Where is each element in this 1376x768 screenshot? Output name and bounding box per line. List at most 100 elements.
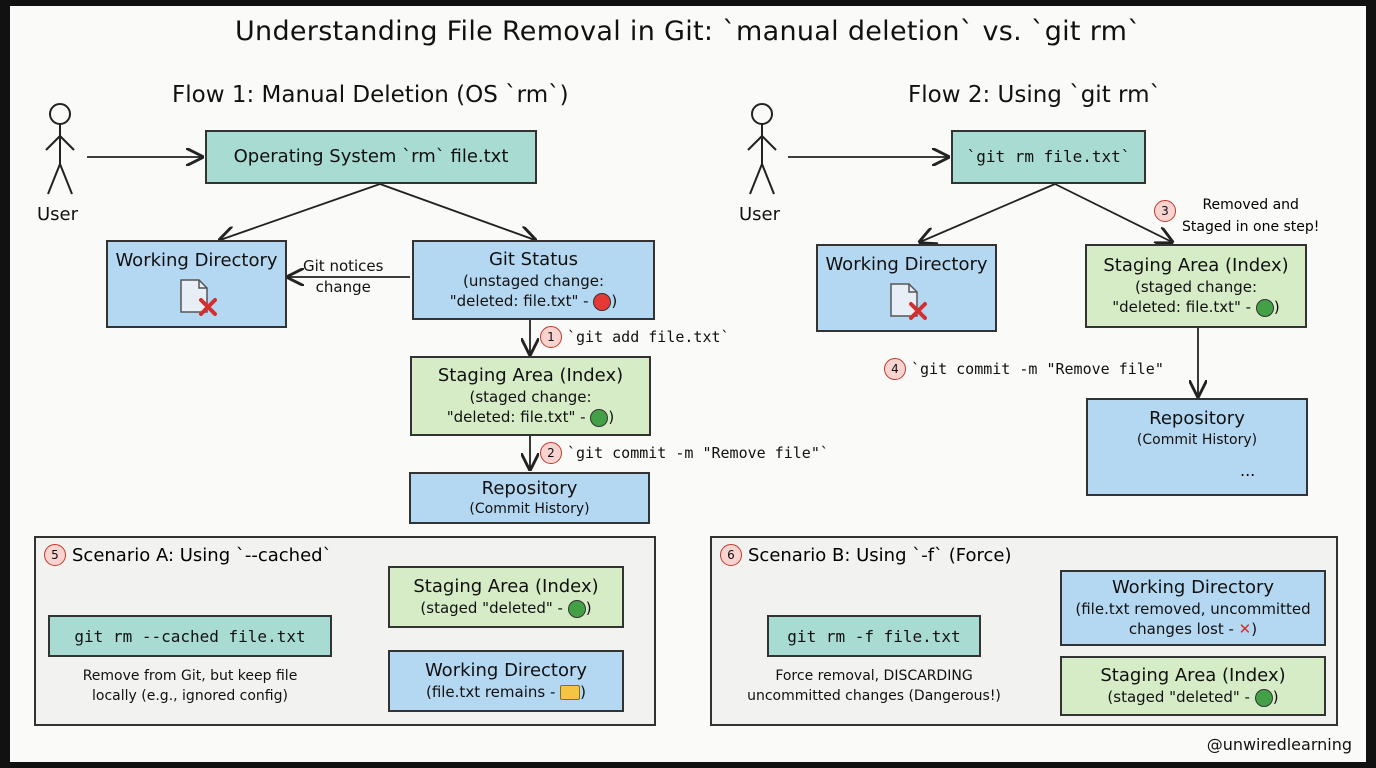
scenario-a-heading: 5 Scenario A: Using `--cached` <box>44 544 332 566</box>
scenario-b-title: Scenario B: Using `-f` (Force) <box>748 544 1012 566</box>
deleted-file-icon <box>179 279 217 316</box>
scenario-a-working-dir-box: Working Directory (file.txt remains - ) <box>388 650 624 712</box>
git-notices-line2: change <box>315 278 371 296</box>
repository-box: Repository (Commit History) <box>409 472 650 524</box>
red-x-icon: ✕ <box>1238 620 1252 638</box>
staging-area-box: Staging Area (Index) (staged change: "de… <box>410 356 651 436</box>
git-status-box: Git Status (unstaged change: "deleted: f… <box>412 240 655 320</box>
scenario-b-working-dir-line2-wrap: changes lost - ✕) <box>1128 620 1258 638</box>
arrow-git-rm-to-working-dir <box>920 183 1056 242</box>
scenario-a-title: Scenario A: Using `--cached` <box>72 544 332 566</box>
step3-line1: Removed and <box>1202 197 1299 213</box>
flow1-heading: Flow 1: Manual Deletion (OS `rm`) <box>172 82 569 108</box>
user-stick-figure-icon <box>45 103 75 195</box>
step3-number-badge: 3 <box>1154 200 1176 222</box>
working-directory-title-2: Working Directory <box>825 254 988 275</box>
staging-area-line2-wrap-2: "deleted: file.txt" - ) <box>1112 298 1280 317</box>
step4-annotation: 4 `git commit -m "Remove file" <box>884 358 1164 380</box>
step2-number-badge: 2 <box>540 442 562 464</box>
git-status-line2: "deleted: file.txt" - <box>449 292 589 310</box>
arrow-rm-to-git-status <box>379 183 535 240</box>
git-rm-cached-command-box: git rm --cached file.txt <box>48 615 332 657</box>
user-label: User <box>37 204 79 225</box>
staging-area-line1: (staged change: <box>469 388 592 406</box>
git-rm-command-text: `git rm file.txt` <box>966 147 1131 166</box>
step3-line2: Staged in one step! <box>1182 219 1320 235</box>
scenario-b-working-dir-line1: (file.txt removed, uncommitted <box>1075 600 1311 618</box>
staging-area-line2-wrap: "deleted: file.txt" - ) <box>446 408 615 427</box>
git-rm-command-box: `git rm file.txt` <box>951 130 1146 184</box>
flow2-heading: Flow 2: Using `git rm` <box>908 82 1161 108</box>
step1-command: `git add file.txt` <box>567 328 730 346</box>
scenario-b-desc-line1: Force removal, DISCARDING <box>775 668 973 684</box>
scenario-a-description: Remove from Git, but keep file locally (… <box>50 666 330 706</box>
scenario-a-working-dir-sub: (file.txt remains - <box>425 683 556 701</box>
scenario-a-desc-line1: Remove from Git, but keep file <box>82 668 298 684</box>
scenario-a-staging-sub: (staged "deleted" - <box>420 599 563 617</box>
repository-subtitle-2: (Commit History) <box>1136 432 1258 448</box>
step4-number-badge: 4 <box>884 358 906 380</box>
step1-number-badge: 1 <box>540 326 562 348</box>
scenario-a-working-dir-sub-wrap: (file.txt remains - ) <box>425 683 587 701</box>
scenario-a-staging-sub-wrap: (staged "deleted" - ) <box>420 599 592 618</box>
git-rm-cached-command-text: git rm --cached file.txt <box>74 626 306 646</box>
scenario-b-working-dir-line2: changes lost - <box>1128 620 1234 638</box>
git-notices-label: Git notices change <box>303 256 383 298</box>
scenario-b-working-dir-title: Working Directory <box>1111 577 1275 598</box>
step4-command: `git commit -m "Remove file" <box>911 360 1164 378</box>
repository-subtitle: (Commit History) <box>469 501 590 517</box>
arrow-git-rm-to-staging <box>1054 183 1172 242</box>
step2-command: `git commit -m "Remove file"` <box>567 444 829 462</box>
git-status-line1: (unstaged change: <box>462 272 605 290</box>
scenario-a-number-badge: 5 <box>44 544 66 566</box>
scenario-b-staging-title: Staging Area (Index) <box>1100 665 1286 686</box>
scenario-b-description: Force removal, DISCARDING uncommitted ch… <box>724 666 1024 706</box>
step2-annotation: 2 `git commit -m "Remove file"` <box>540 442 829 464</box>
staging-area-line1-2: (staged change: <box>1134 278 1258 296</box>
git-notices-line1: Git notices <box>303 257 384 275</box>
scenario-a-staging-title: Staging Area (Index) <box>413 576 599 597</box>
arrow-rm-to-working-dir <box>220 183 381 240</box>
os-rm-command-box: Operating System `rm` file.txt <box>205 130 537 184</box>
scenario-a-panel: 5 Scenario A: Using `--cached` git rm --… <box>34 536 656 726</box>
scenario-b-staging-sub: (staged "deleted" - <box>1107 688 1250 706</box>
scenario-b-desc-line2: uncommitted changes (Dangerous!) <box>747 688 1001 704</box>
staging-area-title: Staging Area (Index) <box>437 365 624 386</box>
author-credit: @unwiredlearning <box>1206 735 1352 754</box>
working-directory-title: Working Directory <box>115 250 278 271</box>
working-directory-box-2: Working Directory <box>816 244 997 332</box>
repository-title: Repository <box>481 478 578 499</box>
scenario-b-panel: 6 Scenario B: Using `-f` (Force) git rm … <box>710 536 1338 726</box>
repository-title-2: Repository <box>1149 408 1245 429</box>
staging-area-box-2: Staging Area (Index) (staged change: "de… <box>1085 244 1307 328</box>
green-status-dot-icon <box>590 408 609 427</box>
os-rm-command-text: Operating System `rm` file.txt <box>233 146 509 167</box>
scenario-b-working-dir-box: Working Directory (file.txt removed, unc… <box>1060 570 1326 646</box>
working-directory-box: Working Directory <box>106 240 287 328</box>
user-stick-figure-icon-2 <box>747 103 777 195</box>
git-rm-force-command-box: git rm -f file.txt <box>767 615 981 657</box>
green-status-dot-icon-4 <box>1254 688 1273 707</box>
git-rm-force-command-text: git rm -f file.txt <box>787 626 961 646</box>
staging-area-line2-2: "deleted: file.txt" - <box>1112 298 1252 316</box>
diagram-canvas: Understanding File Removal in Git: `manu… <box>10 6 1366 762</box>
scenario-b-staging-sub-wrap: (staged "deleted" - ) <box>1107 688 1279 707</box>
deleted-file-icon-2 <box>889 283 927 320</box>
step1-annotation: 1 `git add file.txt` <box>540 326 730 348</box>
user-label-2: User <box>739 204 781 225</box>
scenario-b-heading: 6 Scenario B: Using `-f` (Force) <box>720 544 1012 566</box>
green-status-dot-icon-3 <box>567 599 586 618</box>
scenario-b-staging-box: Staging Area (Index) (staged "deleted" -… <box>1060 656 1326 716</box>
green-status-dot-icon-2 <box>1255 298 1274 317</box>
staging-area-line2: "deleted: file.txt" - <box>446 408 586 426</box>
step3-annotation: 3 Removed and Staged in one step! <box>1154 194 1319 238</box>
scenario-a-desc-line2: locally (e.g., ignored config) <box>92 688 288 704</box>
scenario-a-working-dir-title: Working Directory <box>424 660 588 681</box>
scenario-b-number-badge: 6 <box>720 544 742 566</box>
git-status-line2-wrap: "deleted: file.txt" - ) <box>449 292 618 311</box>
scenario-a-staging-box: Staging Area (Index) (staged "deleted" -… <box>388 566 624 628</box>
page-title: Understanding File Removal in Git: `manu… <box>234 16 1142 47</box>
staging-area-title-2: Staging Area (Index) <box>1103 255 1289 276</box>
red-status-dot-icon <box>593 292 612 311</box>
git-status-title: Git Status <box>488 249 579 270</box>
